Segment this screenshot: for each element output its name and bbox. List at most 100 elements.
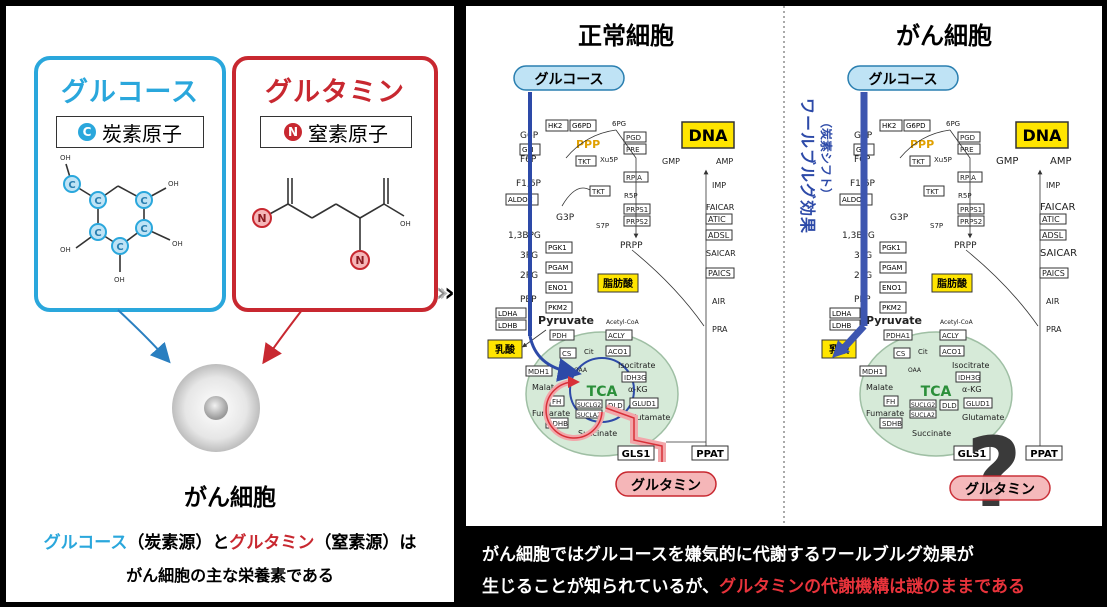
normal-tca: TCA — [587, 384, 618, 400]
svg-text:G6PD: G6PD — [572, 122, 592, 130]
nitrogen-atom-badge: N — [284, 123, 302, 141]
svg-text:C: C — [94, 228, 101, 239]
svg-text:TKT: TKT — [577, 158, 591, 166]
svg-text:PAICS: PAICS — [1042, 269, 1065, 278]
svg-text:AIR: AIR — [1046, 297, 1060, 306]
caption-line-2: 生じることが知られているが、グルタミンの代謝機構は謎のままである — [482, 572, 1025, 597]
left-panel: グルコース C 炭素原子 — [6, 6, 454, 602]
svg-text:SUCLA2: SUCLA2 — [577, 412, 601, 419]
cancer-fatty-acid: 脂肪酸 — [936, 277, 968, 290]
svg-text:PPP: PPP — [910, 138, 934, 151]
normal-tca-items: PDH ACLY Acetyl-CoA CS Cit ACO1 Isocitra… — [525, 319, 670, 438]
svg-text:PAICS: PAICS — [708, 269, 731, 278]
svg-text:ACLY: ACLY — [942, 332, 960, 340]
svg-text:G3P: G3P — [556, 213, 575, 223]
normal-glutamine-label: グルタミン — [631, 477, 701, 494]
summary-glucose: グルコース — [43, 533, 128, 553]
svg-text:ALDOC: ALDOC — [508, 196, 533, 204]
svg-text:HK2: HK2 — [548, 122, 562, 130]
normal-glucose-label: グルコース — [534, 71, 603, 88]
svg-text:TKT: TKT — [925, 188, 939, 196]
svg-text:PRE: PRE — [626, 146, 640, 154]
svg-text:LDHB: LDHB — [498, 322, 518, 330]
svg-text:OH: OH — [400, 220, 411, 228]
svg-text:G3P: G3P — [890, 213, 909, 223]
svg-text:N: N — [355, 254, 364, 267]
carbon-atom-3 — [135, 191, 153, 209]
arrow-chevrons: ›››› — [436, 278, 454, 308]
svg-text:S7P: S7P — [930, 222, 943, 230]
svg-text:C: C — [140, 224, 147, 235]
svg-text:6PG: 6PG — [612, 120, 626, 128]
svg-text:Isocitrate: Isocitrate — [618, 361, 656, 370]
glucose-structure: C C C C C C OH OH OH OH OH — [60, 154, 183, 284]
svg-text:PGD: PGD — [626, 134, 641, 142]
svg-text:GMP: GMP — [996, 156, 1018, 167]
glutamine-arrow — [262, 309, 303, 365]
svg-text:1,3BPG: 1,3BPG — [842, 231, 875, 241]
cancer-glucose-label: グルコース — [868, 71, 937, 88]
svg-text:GMP: GMP — [662, 157, 680, 166]
svg-text:PGK1: PGK1 — [882, 244, 901, 252]
summary-glutamine: グルタミン — [229, 533, 315, 553]
nitrogen-atom-2 — [350, 250, 370, 270]
svg-text:PDHA1: PDHA1 — [886, 332, 910, 340]
svg-text:PKM2: PKM2 — [882, 304, 901, 312]
carbon-atom-1 — [63, 175, 81, 193]
svg-text:ALDOC: ALDOC — [842, 196, 867, 204]
caption-line-1: がん細胞ではグルコースを嫌気的に代謝するワールブルグ効果が — [482, 545, 974, 565]
normal-cell-diagram: 正常細胞 グルコース G6P F6P F1,6P G3P 1,3BPG 3PG … — [487, 22, 736, 497]
nitrogen-atom-legend: N 窒素原子 — [260, 116, 412, 148]
carbon-atom-4 — [135, 219, 153, 237]
glucose-card-title: グルコース — [60, 77, 200, 108]
cancer-cell-label: がん細胞 — [184, 485, 276, 511]
pathway-diagram: 正常細胞 グルコース G6P F6P F1,6P G3P 1,3BPG 3PG … — [487, 6, 1077, 526]
carbon-atom-legend: C 炭素原子 — [56, 116, 204, 148]
svg-text:OAA: OAA — [908, 367, 922, 374]
svg-text:LDHA: LDHA — [832, 310, 852, 318]
svg-text:OH: OH — [172, 240, 183, 248]
svg-text:RPIA: RPIA — [960, 174, 976, 182]
svg-text:SUCLG2: SUCLG2 — [577, 402, 601, 409]
svg-text:ADSL: ADSL — [1042, 231, 1064, 240]
svg-text:ACLY: ACLY — [608, 332, 626, 340]
svg-text:Glutamate: Glutamate — [962, 413, 1004, 422]
glutamine-structure: N N OH — [252, 178, 411, 270]
svg-text:SAICAR: SAICAR — [1040, 248, 1077, 259]
svg-text:PRPP: PRPP — [954, 241, 977, 251]
summary-carbon: （炭素源）と — [127, 533, 230, 553]
svg-text:Cit: Cit — [918, 348, 928, 356]
normal-gls1: GLS1 — [622, 449, 651, 460]
cancer-gls1: GLS1 — [958, 449, 987, 460]
svg-text:PRPP: PRPP — [620, 241, 643, 251]
glutamine-card-title: グルタミン — [265, 77, 405, 108]
svg-text:Isocitrate: Isocitrate — [952, 361, 990, 370]
summary-nitrogen: （窒素源）は — [314, 533, 417, 553]
caption-line-2-white: 生じることが知られているが、 — [482, 577, 720, 597]
cancer-cell-diagram: がん細胞 グルコース ワールブルグ効果 （炭素シフト） G6P F6P F1,6… — [798, 22, 1077, 526]
svg-text:GPI: GPI — [522, 146, 534, 154]
normal-ppp: PPP — [576, 138, 600, 151]
svg-text:S7P: S7P — [596, 222, 609, 230]
svg-text:（炭素シフト）: （炭素シフト） — [819, 116, 834, 200]
nitrogen-atom-label: 窒素原子 — [308, 121, 388, 146]
svg-text:PKM2: PKM2 — [548, 304, 567, 312]
svg-text:PRA: PRA — [1046, 325, 1062, 334]
svg-text:C: C — [140, 196, 147, 207]
svg-text:DLD: DLD — [942, 402, 957, 410]
right-panel: 正常細胞 グルコース G6P F6P F1,6P G3P 1,3BPG 3PG … — [466, 6, 1102, 526]
glutamine-card: グルタミン N 窒素原子 — [232, 56, 438, 312]
svg-text:Succinate: Succinate — [912, 429, 951, 438]
svg-text:Malate: Malate — [866, 383, 893, 392]
svg-text:IMP: IMP — [712, 181, 726, 190]
normal-fatty-acid: 脂肪酸 — [602, 277, 634, 290]
svg-text:SUCLG2: SUCLG2 — [911, 402, 935, 409]
carbon-atom-5 — [111, 237, 129, 255]
svg-text:Acetyl-CoA: Acetyl-CoA — [940, 319, 974, 326]
svg-text:PGAM: PGAM — [548, 264, 568, 272]
svg-text:OH: OH — [114, 276, 125, 284]
svg-text:Fumarate: Fumarate — [866, 409, 904, 418]
svg-text:CS: CS — [562, 350, 572, 358]
svg-text:FAICAR: FAICAR — [706, 203, 735, 212]
svg-text:PGK1: PGK1 — [548, 244, 567, 252]
